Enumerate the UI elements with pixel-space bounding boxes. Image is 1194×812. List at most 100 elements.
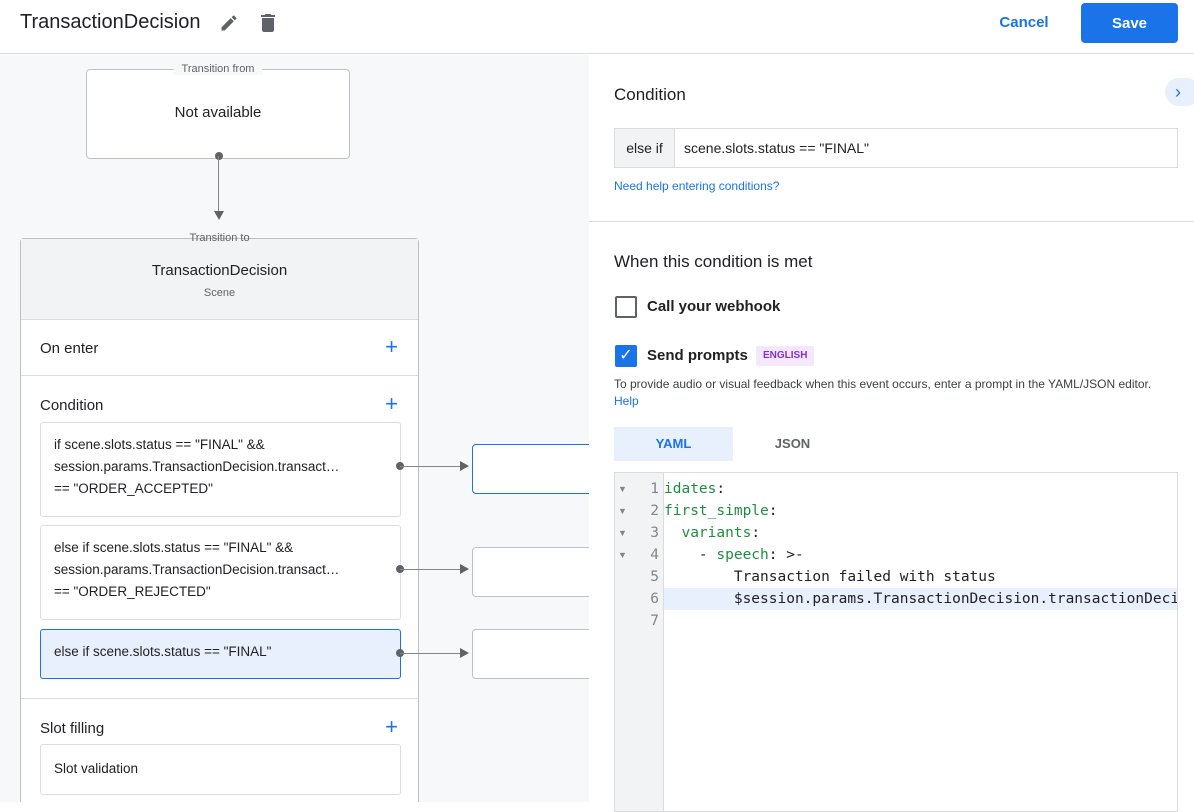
- arrow-head: [460, 564, 469, 574]
- code-value: Transaction failed with status: [733, 569, 996, 585]
- add-slot-icon[interactable]: +: [385, 714, 398, 739]
- flow-canvas[interactable]: Transition from Not available Transition…: [0, 55, 589, 802]
- code-line: variants:: [664, 522, 1177, 544]
- check-icon: ✓: [619, 347, 633, 364]
- delete-icon[interactable]: [256, 11, 280, 35]
- on-enter-label: On enter: [40, 340, 99, 357]
- condition-label: Condition: [40, 397, 104, 414]
- help-link[interactable]: Help: [614, 394, 639, 408]
- code-value: :: [716, 481, 726, 497]
- scene-name: TransactionDecision: [151, 262, 288, 279]
- code-indent: [664, 525, 681, 541]
- fold-arrow-icon[interactable]: ▼: [618, 506, 627, 516]
- add-on-enter-icon[interactable]: +: [385, 334, 398, 359]
- code-key: first_simple: [664, 503, 769, 519]
- collapse-panel-button[interactable]: ›: [1165, 78, 1194, 106]
- code-value: :: [768, 503, 778, 519]
- code-line: [664, 610, 1177, 632]
- edit-icon[interactable]: [219, 13, 239, 33]
- divider: [589, 221, 1194, 222]
- condition-panel: › Condition else if scene.slots.status =…: [589, 55, 1194, 812]
- line-number: 7: [650, 613, 659, 629]
- condition-prefix: else if: [615, 129, 675, 167]
- condition-text: else if scene.slots.status == "FINAL" &&: [54, 540, 294, 555]
- code-editor[interactable]: ▼ 1 idates: ▼ 2 first_simple: ▼ 3 variants: ▼ 4 -…: [614, 472, 1178, 812]
- tab-json: JSON: [774, 436, 811, 451]
- code-value: $session.params.TransactionDecision.tran…: [733, 591, 1178, 607]
- code-indent: [664, 591, 734, 607]
- transition-from-legend: Transition from: [173, 63, 263, 75]
- add-condition-icon[interactable]: +: [385, 391, 398, 416]
- prompts-label: Send prompts: [647, 347, 748, 364]
- code-line: $session.params.TransactionDecision.tran…: [664, 588, 1178, 610]
- line-number: 3: [650, 525, 659, 541]
- save-button[interactable]: Save: [1081, 3, 1178, 43]
- connector-line: [400, 569, 462, 570]
- met-heading: When this condition is met: [614, 252, 813, 271]
- transition-target-node[interactable]: [472, 547, 589, 597]
- webhook-checkbox[interactable]: [615, 296, 637, 318]
- arrow-head: [214, 211, 224, 220]
- tab-yaml[interactable]: YAML: [614, 427, 733, 461]
- page-title: TransactionDecision: [20, 11, 201, 33]
- transition-target-node[interactable]: [472, 444, 589, 494]
- code-line: Transaction failed with status: [664, 566, 1177, 588]
- prompts-checkbox[interactable]: ✓: [615, 345, 637, 367]
- slot-validation-card[interactable]: Slot validation: [40, 744, 401, 795]
- prompt-help-text: To provide audio or visual feedback when…: [614, 376, 1174, 410]
- arrow-head: [460, 461, 469, 471]
- connector-line: [400, 466, 462, 467]
- condition-heading: Condition: [614, 85, 686, 104]
- header: TransactionDecision Cancel Save: [0, 0, 1194, 54]
- condition-text: else if scene.slots.status == "FINAL": [54, 644, 272, 659]
- line-number: 4: [650, 547, 659, 563]
- condition-card[interactable]: if scene.slots.status == "FINAL" && sess…: [40, 422, 401, 517]
- webhook-label: Call your webhook: [647, 298, 781, 315]
- scene-node: Transition to TransactionDecision Scene …: [20, 232, 419, 802]
- slot-validation-label: Slot validation: [54, 761, 139, 776]
- on-enter-section[interactable]: On enter +: [21, 320, 418, 376]
- condition-input[interactable]: else if scene.slots.status == "FINAL": [614, 128, 1178, 168]
- transition-target-node[interactable]: [472, 629, 589, 679]
- code-line: idates:: [664, 478, 1177, 500]
- scene-type: Scene: [203, 287, 236, 299]
- cancel-button[interactable]: Cancel: [985, 4, 1063, 40]
- code-line: - speech: >-: [664, 544, 1177, 566]
- transition-from-value: Not available: [174, 104, 262, 121]
- transition-from-node: Transition from Not available: [86, 63, 350, 159]
- condition-text: session.params.TransactionDecision.trans…: [54, 562, 340, 577]
- code-indent: [664, 569, 734, 585]
- line-number: 5: [650, 569, 659, 585]
- connector-line: [400, 653, 462, 654]
- slot-filling-label: Slot filling: [40, 720, 105, 737]
- prompt-help: To provide audio or visual feedback when…: [614, 377, 1152, 391]
- code-value: :: [751, 525, 761, 541]
- condition-card[interactable]: else if scene.slots.status == "FINAL" &&…: [40, 525, 401, 620]
- condition-text: if scene.slots.status == "FINAL" &&: [54, 437, 265, 452]
- connector-line: [218, 156, 219, 211]
- condition-text: == "ORDER_ACCEPTED": [54, 481, 213, 496]
- fold-arrow-icon[interactable]: ▼: [618, 550, 627, 560]
- slot-filling-section: Slot filling + Slot validation: [21, 700, 418, 802]
- fold-arrow-icon[interactable]: ▼: [618, 528, 627, 538]
- arrow-head: [460, 648, 469, 658]
- condition-section: Condition + if scene.slots.status == "FI…: [21, 377, 418, 699]
- code-key: idates: [664, 481, 717, 497]
- code-line: first_simple:: [664, 500, 1177, 522]
- condition-text: session.params.TransactionDecision.trans…: [54, 459, 340, 474]
- code-value: : >-: [768, 547, 804, 563]
- fold-arrow-icon[interactable]: ▼: [618, 484, 627, 494]
- condition-text: == "ORDER_REJECTED": [54, 584, 211, 599]
- connector-dot: [215, 152, 223, 160]
- code-indent: -: [664, 547, 717, 563]
- condition-card-selected[interactable]: else if scene.slots.status == "FINAL": [40, 629, 401, 679]
- language-badge: ENGLISH: [756, 346, 815, 366]
- scene-header: [21, 239, 418, 320]
- code-key: variants: [681, 525, 752, 541]
- code-key: speech: [716, 547, 769, 563]
- line-number: 1: [650, 481, 659, 497]
- condition-value: scene.slots.status == "FINAL": [684, 140, 870, 156]
- condition-help-link[interactable]: Need help entering conditions?: [614, 179, 780, 193]
- line-number: 2: [650, 503, 659, 519]
- chevron-right-icon: ›: [1175, 82, 1181, 102]
